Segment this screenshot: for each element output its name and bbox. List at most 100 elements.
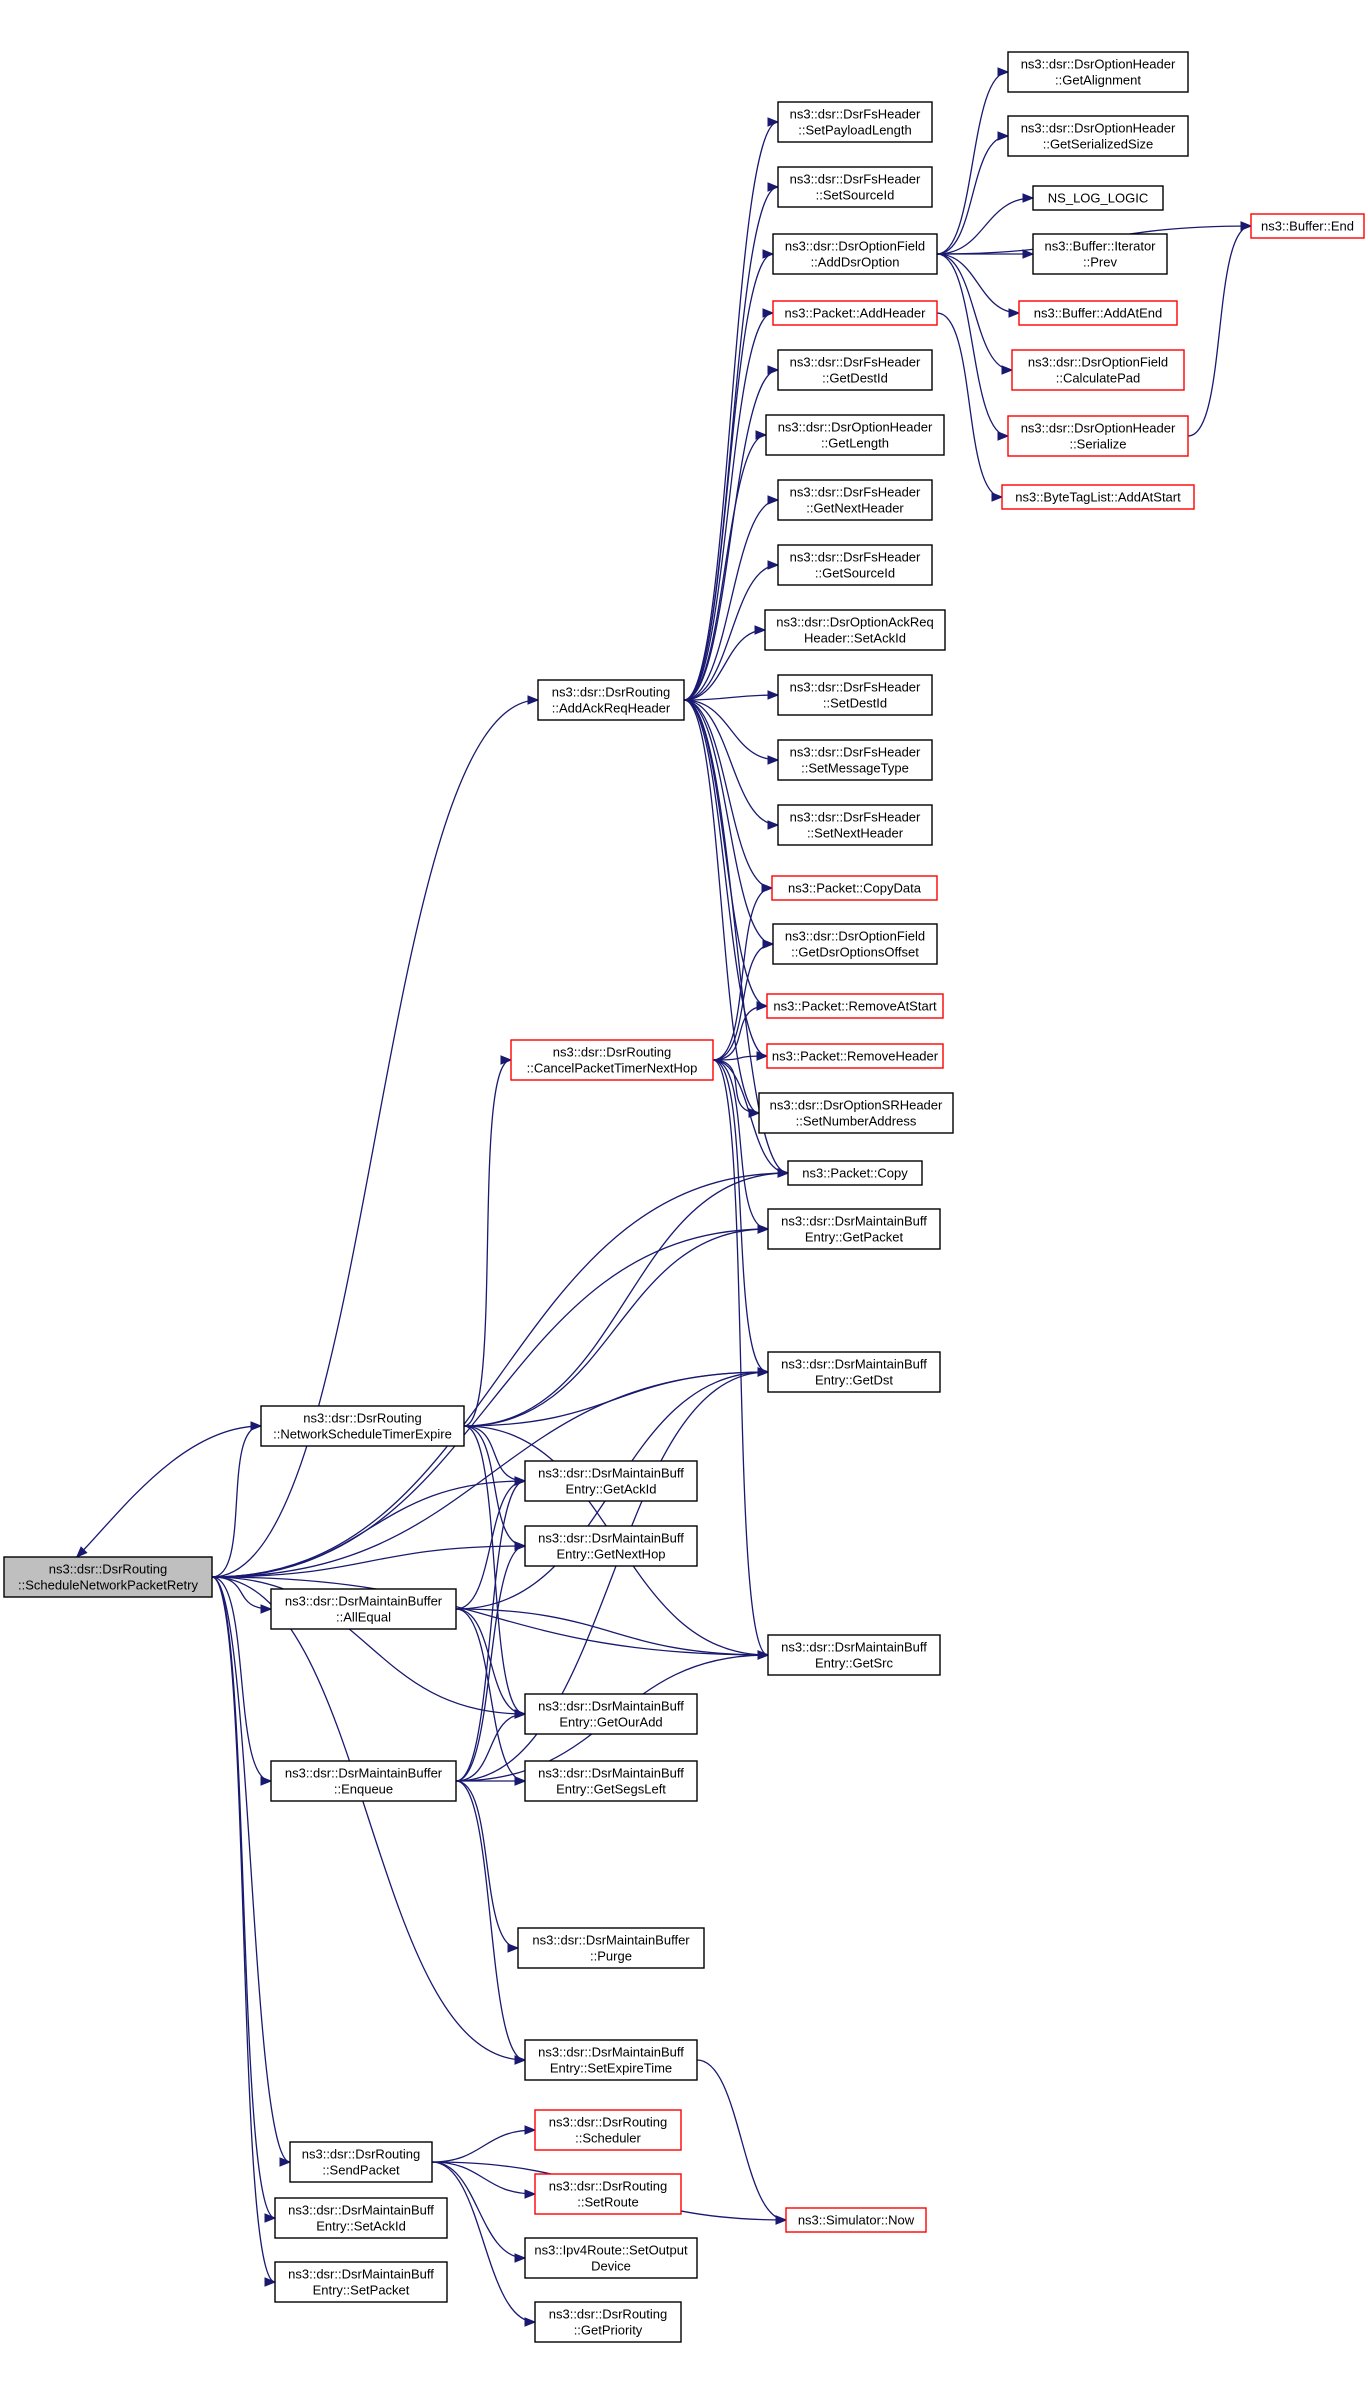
arrowhead-icon — [755, 430, 768, 440]
node-box — [1011, 349, 1185, 391]
edge-cancel-timer-to-pkt-copy — [712, 1059, 790, 1178]
arrowhead-icon — [1240, 221, 1253, 231]
node-set-ack-id-hdr[interactable]: ns3::dsr::DsrOptionAckReqHeader::SetAckI… — [764, 609, 946, 651]
edge-send-packet-to-set-route — [431, 2161, 537, 2199]
node-box — [767, 1634, 941, 1676]
edge-cancel-timer-to-remove-at-start — [712, 1001, 769, 1061]
node-label-line-1: ns3::Ipv4Route::SetOutput — [534, 2243, 688, 2258]
node-add-at-end[interactable]: ns3::Buffer::AddAtEnd — [1018, 300, 1178, 326]
node-serialize[interactable]: ns3::dsr::DsrOptionHeader::Serialize — [1007, 415, 1189, 457]
edge-pkt-add-header-to-add-at-start — [936, 312, 1004, 502]
edge-cancel-timer-to-get-dsr-options-offset — [712, 939, 775, 1061]
arrowhead-icon — [279, 2157, 292, 2167]
node-label-line-2: ::SetPayloadLength — [798, 123, 911, 138]
node-set-payload-length[interactable]: ns3::dsr::DsrFsHeader::SetPayloadLength — [777, 101, 933, 143]
node-pkt-add-header[interactable]: ns3::Packet::AddHeader — [772, 300, 938, 326]
arrowhead-icon — [991, 492, 1004, 502]
node-box — [772, 300, 938, 326]
arrowhead-icon — [1022, 249, 1035, 259]
node-add-dsr-option[interactable]: ns3::dsr::DsrOptionField::AddDsrOption — [772, 233, 938, 275]
node-box — [534, 2109, 682, 2151]
node-get-alignment[interactable]: ns3::dsr::DsrOptionHeader::GetAlignment — [1007, 51, 1189, 93]
node-label-line-2: Entry::GetNextHop — [556, 1547, 665, 1562]
node-get-packet[interactable]: ns3::dsr::DsrMaintainBuffEntry::GetPacke… — [767, 1208, 941, 1250]
node-all-equal[interactable]: ns3::dsr::DsrMaintainBuffer::AllEqual — [270, 1588, 457, 1630]
node-label-line-1: ns3::dsr::DsrFsHeader — [790, 107, 921, 122]
node-label-line-1: ns3::Packet::RemoveHeader — [772, 1049, 939, 1064]
node-label-line-1: ns3::dsr::DsrFsHeader — [790, 172, 921, 187]
node-box — [1250, 213, 1365, 239]
node-add-at-start[interactable]: ns3::ByteTagList::AddAtStart — [1001, 484, 1195, 510]
node-label-line-1: ns3::dsr::DsrMaintainBuff — [538, 1766, 684, 1781]
node-get-dsr-options-offset[interactable]: ns3::dsr::DsrOptionField::GetDsrOptionsO… — [772, 923, 938, 965]
node-label-line-2: ::CancelPacketTimerNextHop — [527, 1061, 698, 1076]
node-get-next-hop[interactable]: ns3::dsr::DsrMaintainBuffEntry::GetNextH… — [524, 1525, 698, 1567]
node-box — [524, 2039, 698, 2081]
node-buffer-end[interactable]: ns3::Buffer::End — [1250, 213, 1365, 239]
edge-send-packet-to-get-priority — [431, 2161, 537, 2327]
arrowhead-icon — [757, 1650, 770, 1660]
node-box — [534, 2173, 682, 2215]
node-set-message-type[interactable]: ns3::dsr::DsrFsHeader::SetMessageType — [777, 739, 933, 781]
node-label-line-2: ::Serialize — [1069, 437, 1126, 452]
node-box — [524, 1760, 698, 1802]
node-label-line-2: ::SetRoute — [577, 2195, 638, 2210]
node-label-line-2: Entry::SetAckId — [316, 2219, 406, 2234]
node-label-line-1: ns3::dsr::DsrMaintainBuffer — [532, 1933, 690, 1948]
node-enqueue[interactable]: ns3::dsr::DsrMaintainBuffer::Enqueue — [270, 1760, 457, 1802]
node-set-packet-entry[interactable]: ns3::dsr::DsrMaintainBuffEntry::SetPacke… — [274, 2261, 448, 2303]
node-set-route[interactable]: ns3::dsr::DsrRouting::SetRoute — [534, 2173, 682, 2215]
node-remove-at-start[interactable]: ns3::Packet::RemoveAtStart — [766, 993, 944, 1019]
node-set-dest-id[interactable]: ns3::dsr::DsrFsHeader::SetDestId — [777, 674, 933, 716]
node-get-next-header[interactable]: ns3::dsr::DsrFsHeader::GetNextHeader — [777, 479, 933, 521]
node-box — [534, 2301, 682, 2343]
node-label-line-2: ::GetNextHeader — [806, 501, 904, 516]
node-label-line-2: Entry::GetDst — [815, 1373, 893, 1388]
node-label-line-1: ns3::dsr::DsrFsHeader — [790, 745, 921, 760]
edge-add-dsr-option-to-get-serialized-size — [936, 131, 1010, 255]
arrowhead-icon — [500, 1055, 513, 1065]
edge-add-ack-to-pkt-add-header — [683, 308, 775, 701]
node-get-segs-left[interactable]: ns3::dsr::DsrMaintainBuffEntry::GetSegsL… — [524, 1760, 698, 1802]
node-get-source-id[interactable]: ns3::dsr::DsrFsHeader::GetSourceId — [777, 544, 933, 586]
node-ns-log-logic[interactable]: NS_LOG_LOGIC — [1032, 185, 1164, 211]
node-ns-timer-expire[interactable]: ns3::dsr::DsrRouting::NetworkScheduleTim… — [260, 1405, 465, 1447]
node-sim-now[interactable]: ns3::Simulator::Now — [785, 2207, 927, 2233]
arrowhead-icon — [756, 1001, 769, 1011]
edge-add-ack-to-get-next-header — [683, 495, 780, 701]
node-get-priority[interactable]: ns3::dsr::DsrRouting::GetPriority — [534, 2301, 682, 2343]
node-opt-get-length[interactable]: ns3::dsr::DsrOptionHeader::GetLength — [765, 414, 945, 456]
node-label-line-1: ns3::ByteTagList::AddAtStart — [1015, 490, 1181, 505]
node-set-source-id[interactable]: ns3::dsr::DsrFsHeader::SetSourceId — [777, 166, 933, 208]
node-iter-prev[interactable]: ns3::Buffer::Iterator::Prev — [1032, 233, 1168, 275]
arrowhead-icon — [767, 820, 780, 830]
node-remove-header[interactable]: ns3::Packet::RemoveHeader — [766, 1043, 944, 1069]
edge-root-to-set-ack-id-entry — [211, 1576, 277, 2223]
node-label-line-2: ::GetSerializedSize — [1043, 137, 1154, 152]
node-box — [1001, 484, 1195, 510]
node-box — [274, 2261, 448, 2303]
node-calculate-pad[interactable]: ns3::dsr::DsrOptionField::CalculatePad — [1011, 349, 1185, 391]
node-scheduler[interactable]: ns3::dsr::DsrRouting::Scheduler — [534, 2109, 682, 2151]
node-set-expire-time[interactable]: ns3::dsr::DsrMaintainBuffEntry::SetExpir… — [524, 2039, 698, 2081]
node-cancel-timer[interactable]: ns3::dsr::DsrRouting::CancelPacketTimerN… — [510, 1039, 714, 1081]
node-add-ack[interactable]: ns3::dsr::DsrRouting::AddAckReqHeader — [537, 679, 685, 721]
node-send-packet[interactable]: ns3::dsr::DsrRouting::SendPacket — [289, 2141, 433, 2183]
arrowhead-icon — [524, 2317, 537, 2327]
node-get-serialized-size[interactable]: ns3::dsr::DsrOptionHeader::GetSerialized… — [1007, 115, 1189, 157]
node-get-dest-id[interactable]: ns3::dsr::DsrFsHeader::GetDestId — [777, 349, 933, 391]
node-set-next-header[interactable]: ns3::dsr::DsrFsHeader::SetNextHeader — [777, 804, 933, 846]
node-copy-data[interactable]: ns3::Packet::CopyData — [771, 875, 938, 901]
node-pkt-copy[interactable]: ns3::Packet::Copy — [787, 1160, 923, 1186]
node-get-our-add[interactable]: ns3::dsr::DsrMaintainBuffEntry::GetOurAd… — [524, 1693, 698, 1735]
node-label-line-1: ns3::dsr::DsrMaintainBuffer — [285, 1594, 443, 1609]
node-label-line-1: ns3::dsr::DsrOptionHeader — [778, 420, 933, 435]
node-set-number-address[interactable]: ns3::dsr::DsrOptionSRHeader::SetNumberAd… — [758, 1092, 954, 1134]
node-purge[interactable]: ns3::dsr::DsrMaintainBuffer::Purge — [517, 1927, 705, 1969]
